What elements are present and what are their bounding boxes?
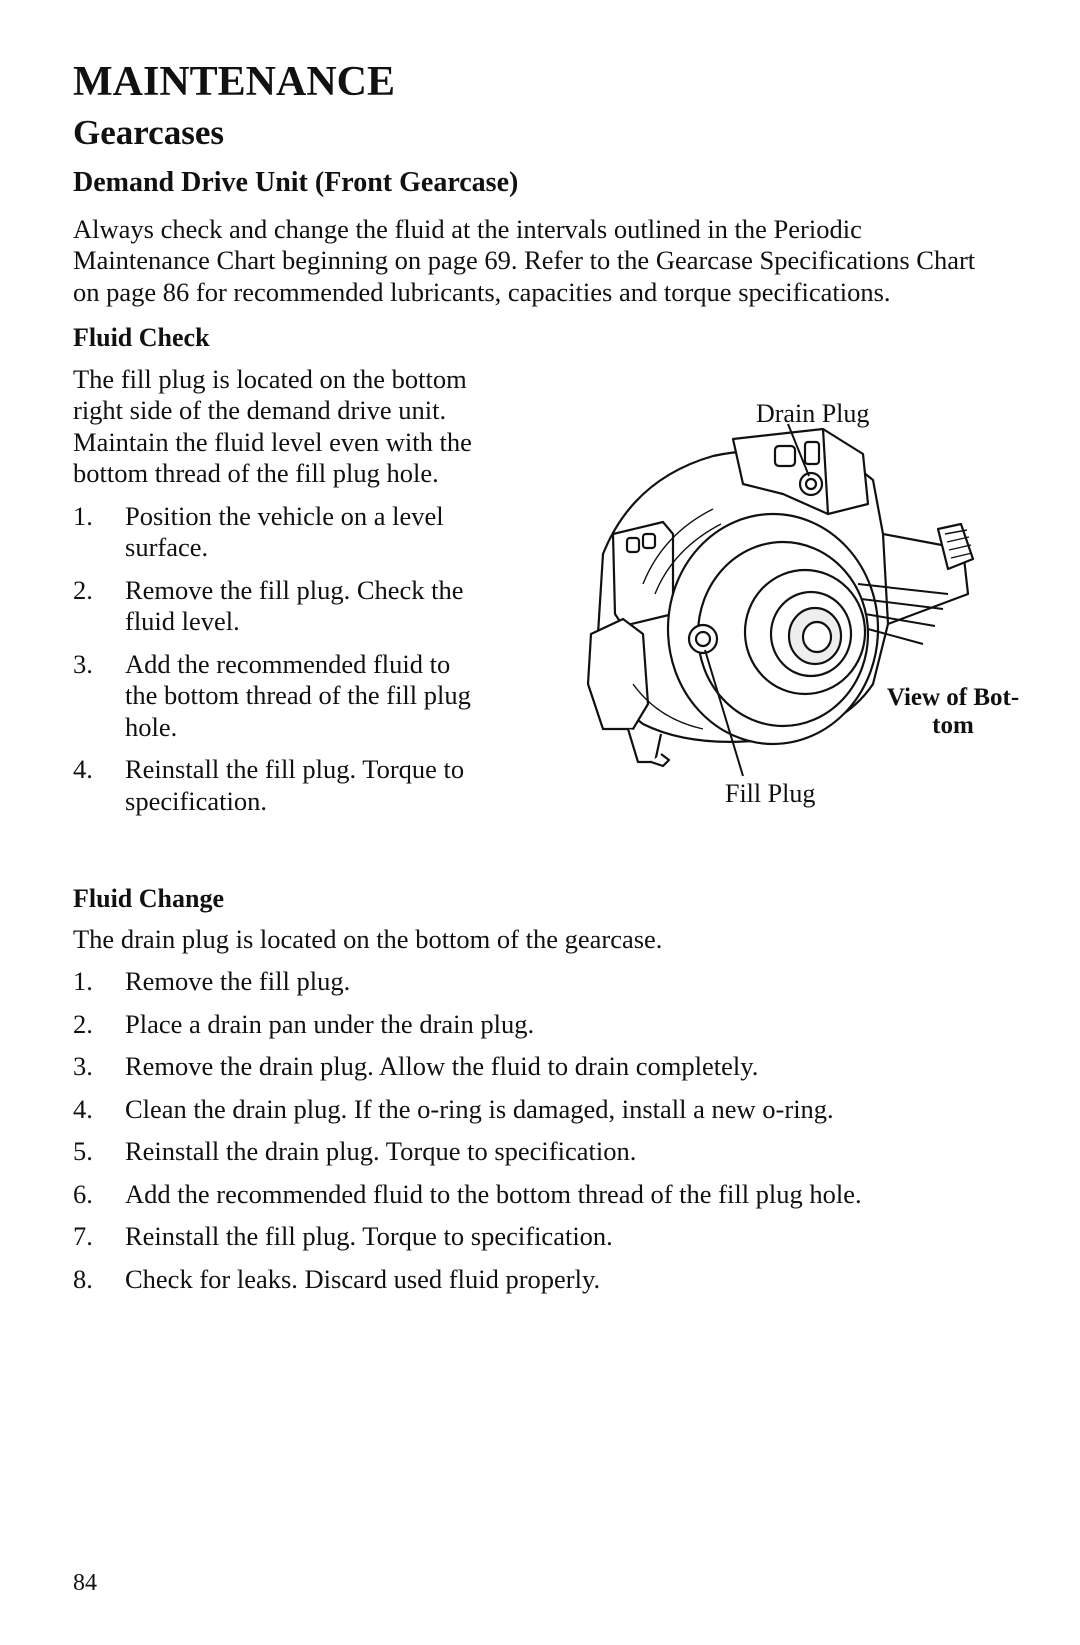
fluid-check-steps: 1. Position the vehicle on a level surfac… <box>73 501 488 818</box>
fluid-check-column: The fill plug is located on the bottom r… <box>73 354 488 818</box>
section-title: MAINTENANCE <box>73 59 396 105</box>
subtopic-title: Demand Drive Unit (Front Gearcase) <box>73 167 519 199</box>
step-text: Reinstall the fill plug. Torque to speci… <box>125 754 465 816</box>
step-number: 4. <box>73 754 93 785</box>
list-item: 2. Remove the fill plug. Check the fluid … <box>73 575 488 638</box>
step-number: 1. <box>73 966 93 997</box>
fluid-check-text: The fill plug is located on the bottom r… <box>73 363 472 489</box>
fluid-check-heading: Fluid Check <box>73 323 210 353</box>
list-item: 4. Clean the drain plug. If the o-ring is… <box>73 1094 993 1126</box>
gearcase-figure: Drain Plug View of Bot-tom Fill Plug <box>543 384 1019 824</box>
view-of-bottom-label: View of Bot-tom <box>886 683 1020 739</box>
step-text: Reinstall the fill plug. Torque to speci… <box>125 1221 613 1252</box>
list-item: 2. Place a drain pan under the drain plug… <box>73 1009 993 1041</box>
fluid-change-text: The drain plug is located on the bottom … <box>73 923 663 954</box>
step-number: 1. <box>73 500 93 531</box>
fill-plug-label: Fill Plug <box>725 778 816 808</box>
step-text: Remove the drain plug. Allow the fluid t… <box>125 1051 759 1082</box>
step-text: Place a drain pan under the drain plug. <box>125 1008 535 1039</box>
drain-plug-label: Drain Plug <box>756 398 870 428</box>
list-item: 4. Reinstall the fill plug. Torque to spe… <box>73 754 488 817</box>
list-item: 6. Add the recommended fluid to the botto… <box>73 1179 993 1211</box>
step-number: 3. <box>73 648 93 679</box>
fluid-check-section: The fill plug is located on the bottom r… <box>73 354 1019 879</box>
step-number: 4. <box>73 1093 93 1124</box>
step-text: Add the recommended fluid to the bottom … <box>125 1178 862 1209</box>
intro-paragraph: Always check and change the fluid at the… <box>73 213 976 307</box>
step-text: Position the vehicle on a level surface. <box>125 500 444 563</box>
step-number: 6. <box>73 1178 93 1209</box>
manual-page: MAINTENANCE Gearcases Demand Drive Unit … <box>73 58 1019 1295</box>
step-text: Clean the drain plug. If the o-ring is d… <box>125 1093 834 1124</box>
list-item: 5. Reinstall the drain plug. Torque to sp… <box>73 1136 993 1168</box>
list-item: 3. Remove the drain plug. Allow the fluid… <box>73 1051 993 1083</box>
list-item: 1. Position the vehicle on a level surfac… <box>73 501 488 564</box>
step-number: 5. <box>73 1136 93 1167</box>
step-number: 8. <box>73 1263 93 1294</box>
page-number: 84 <box>73 1570 97 1596</box>
topic-title: Gearcases <box>73 113 224 153</box>
step-text: Reinstall the drain plug. Torque to spec… <box>125 1136 637 1167</box>
step-number: 2. <box>73 1008 93 1039</box>
fluid-change-heading: Fluid Change <box>73 883 224 913</box>
step-number: 7. <box>73 1221 93 1252</box>
step-text: Remove the fill plug. <box>125 966 351 997</box>
step-text: Add the recommended fluid to the bottom … <box>125 648 471 742</box>
list-item: 8. Check for leaks. Discard used fluid pr… <box>73 1264 993 1296</box>
step-number: 3. <box>73 1051 93 1082</box>
step-text: Check for leaks. Discard used fluid prop… <box>125 1263 601 1294</box>
gearcase-illustration-icon <box>586 423 975 776</box>
fluid-change-steps: 1. Remove the fill plug. 2. Place a drain … <box>73 966 993 1295</box>
list-item: 7. Reinstall the fill plug. Torque to spe… <box>73 1221 993 1253</box>
list-item: 3. Add the recommended fluid to the botto… <box>73 649 488 744</box>
step-number: 2. <box>73 574 93 605</box>
list-item: 1. Remove the fill plug. <box>73 966 993 998</box>
step-text: Remove the fill plug. Check the fluid le… <box>125 574 464 637</box>
